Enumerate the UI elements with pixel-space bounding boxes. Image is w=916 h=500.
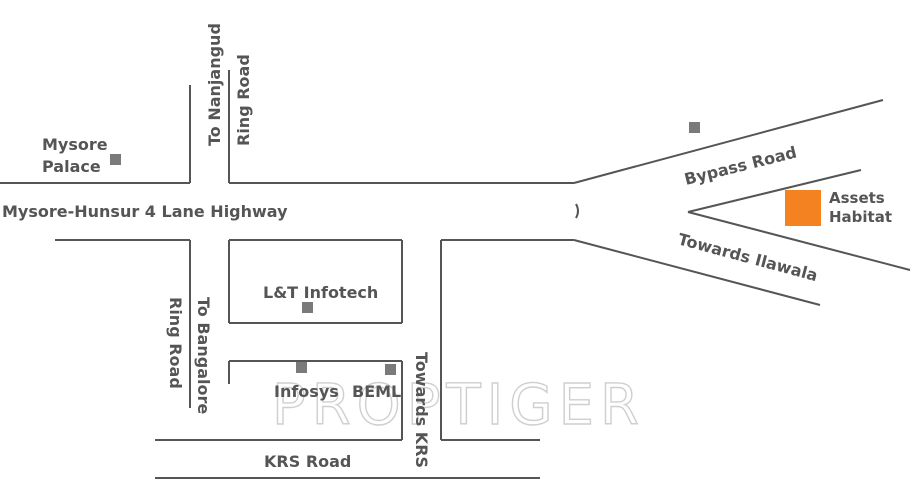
roads xyxy=(0,70,911,479)
label-ring-road-top: Ring Road xyxy=(234,54,253,146)
label-to-bangalore: To Bangalore xyxy=(194,297,213,414)
label-highway: Mysore-Hunsur 4 Lane Highway xyxy=(2,202,288,221)
label-habitat: Habitat xyxy=(829,208,892,226)
label-lt-infotech: L&T Infotech xyxy=(263,283,378,302)
label-mysore: Mysore xyxy=(42,135,108,154)
label-towards-krs: Towards KRS xyxy=(412,352,431,468)
label-palace: Palace xyxy=(42,157,101,176)
infosys-marker-icon xyxy=(296,362,307,373)
label-beml: BEML xyxy=(352,382,401,401)
mysore-palace-marker-icon xyxy=(110,154,121,165)
proptiger-watermark: PROPTIGER xyxy=(272,373,645,438)
junction-mark xyxy=(575,203,579,219)
label-infosys: Infosys xyxy=(274,382,339,401)
bypass-landmark-marker-icon xyxy=(689,122,700,133)
landmark-markers xyxy=(110,122,821,375)
lt-infotech-marker-icon xyxy=(302,302,313,313)
bypass-road-upper-edge xyxy=(573,99,884,184)
label-krs-road: KRS Road xyxy=(264,452,351,471)
ilawala-road-lower-edge xyxy=(573,239,821,306)
label-ring-road-bottom: Ring Road xyxy=(166,297,185,389)
ilawala-road-upper-edge xyxy=(687,211,911,271)
label-to-nanjangud: To Nanjangud xyxy=(205,23,224,146)
assets-habitat-marker-icon xyxy=(785,190,821,226)
label-assets: Assets xyxy=(829,189,885,207)
bypass-road-lower-edge xyxy=(687,169,862,213)
beml-marker-icon xyxy=(385,364,396,375)
label-towards-ilawala: Towards Ilawala xyxy=(676,230,820,286)
